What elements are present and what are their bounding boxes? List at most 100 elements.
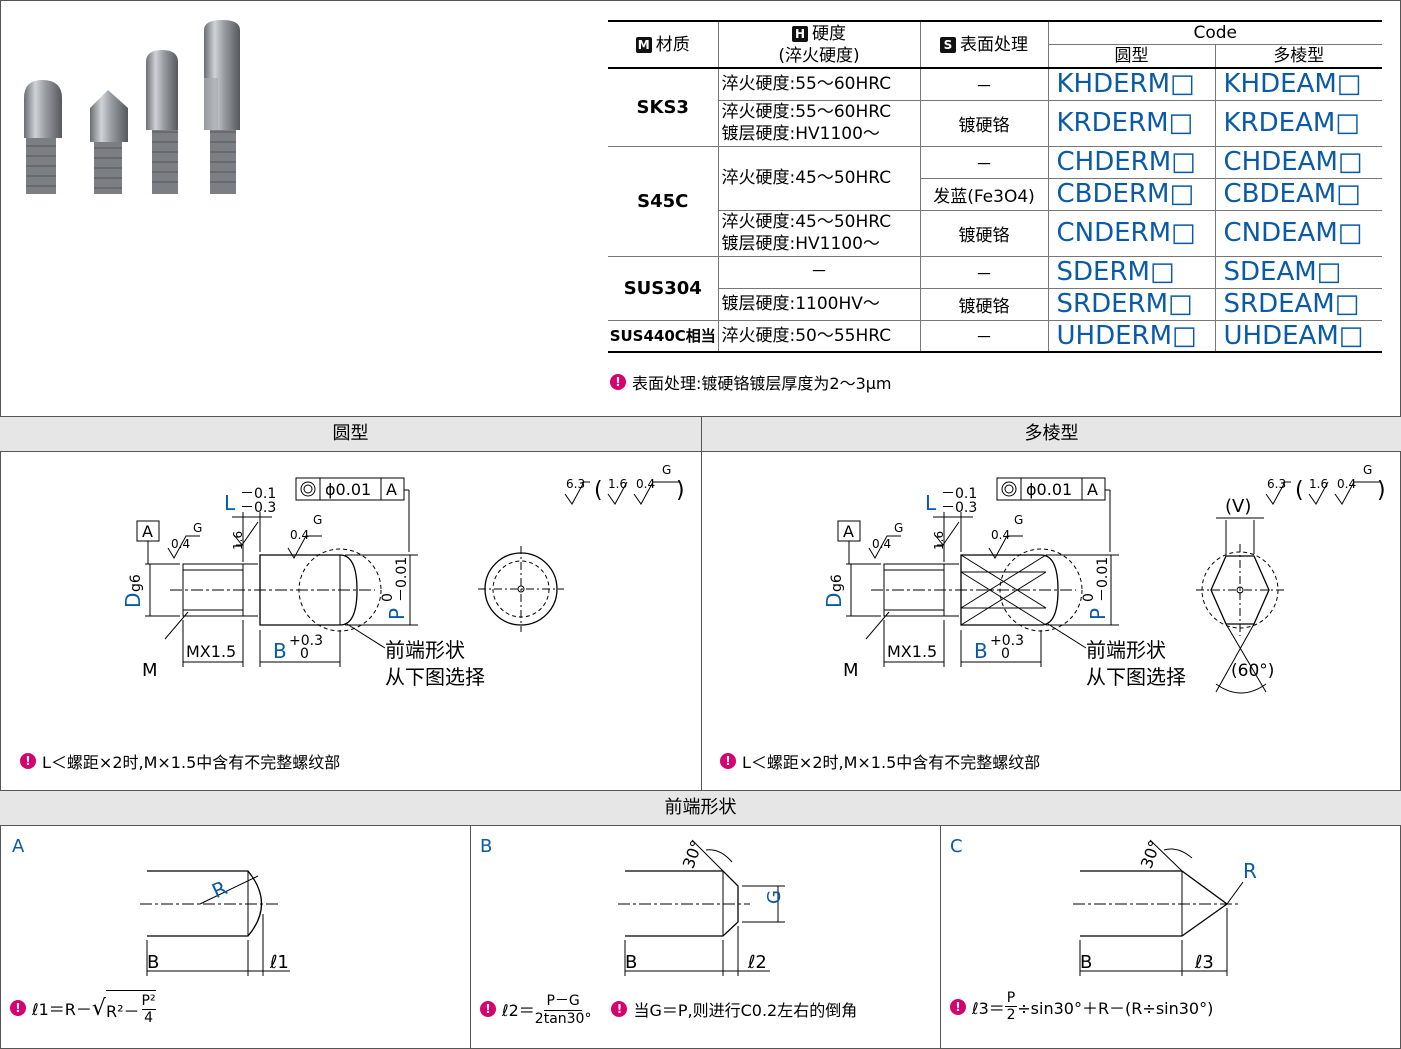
code-round: CHDERM□ (1048, 146, 1216, 179)
tip-c-den: 2 (1006, 1007, 1016, 1023)
roughness-04: 0.4 (636, 477, 655, 491)
tip-c-formula-lhs: ℓ3＝ (972, 998, 1005, 1018)
P-tol-top: 0 (380, 593, 396, 602)
poly-note-text: L＜螺距×2时,M×1.5中含有不完整螺纹部 (742, 753, 1041, 772)
table-row: 镀层硬度:1100HV～ 镀硬铬 SRDERM□ SRDEAM□ (608, 288, 1382, 321)
datum-label: A (843, 522, 854, 541)
code-poly: CNDEAM□ (1215, 210, 1382, 257)
table-note: !表面处理:镀硬铬镀层厚度为2～3μm (610, 370, 892, 394)
paren-close: ) (1377, 478, 1386, 503)
roughness-G: G (1363, 463, 1372, 477)
header-round: 圆型 (1048, 44, 1216, 69)
tip-b-G: G (764, 890, 785, 904)
material-cell: SKS3 (608, 68, 719, 147)
code-round: UHDERM□ (1048, 320, 1216, 353)
tip-c-l: ℓ3 (1194, 952, 1214, 973)
code-round: CBDERM□ (1048, 178, 1216, 211)
paren-open: ( (1295, 478, 1304, 503)
condition-cell: 淬火硬度:45～50HRC (718, 146, 921, 211)
note-icon: ! (10, 1000, 26, 1016)
tip-a-B: B (147, 952, 159, 973)
tip-b-formula-lhs: ℓ2＝ (502, 1000, 535, 1020)
table-row: SKS3 淬火硬度:55～60HRC － KHDERM□ KHDEAM□ (608, 68, 1382, 147)
round-note: !L＜螺距×2时,M×1.5中含有不完整螺纹部 (20, 749, 340, 773)
note-icon: ! (950, 998, 966, 1015)
material-icon: M (635, 36, 652, 53)
header-hardness-label: 硬度 (812, 23, 846, 44)
D-label: D (121, 593, 145, 608)
tip-divider-2 (940, 825, 941, 1049)
tip-c-R: R (1243, 859, 1257, 883)
tolerance-ref: A (1087, 480, 1098, 499)
D-label: D (822, 593, 846, 608)
header-material-label: 材质 (655, 34, 690, 55)
tip-a-den: 4 (144, 1010, 153, 1026)
sqrt-body: R²－ P² 4 (105, 990, 156, 1026)
roughness-G: G (662, 463, 671, 477)
tip-c-title: C (950, 836, 963, 857)
tip-text-2: 从下图选择 (385, 665, 485, 689)
D-tol: g6 (829, 574, 845, 592)
pin-body (259, 554, 358, 626)
roughness-04: 0.4 (290, 528, 309, 542)
material-cell: S45C (608, 146, 719, 257)
code-poly: UHDEAM□ (1215, 320, 1382, 353)
tip-a-formula-lhs: ℓ1＝R－ (32, 1000, 92, 1019)
roughness-04: 0.4 (1337, 477, 1356, 491)
header-surface-label: 表面处理 (960, 34, 1028, 55)
note-icon: ! (611, 1000, 628, 1017)
tip-a-formula-root: R²－ (105, 1001, 140, 1021)
B-tol-bot: 0 (300, 646, 309, 662)
surface-cell: 镀硬铬 (920, 100, 1049, 147)
fraction: P² 4 (141, 993, 156, 1026)
surface-cell: 发蓝(Fe3O4) (920, 178, 1049, 211)
fraction: P 2 (1004, 990, 1018, 1023)
condition-cell: － (718, 256, 921, 289)
B-tol-top: +0.3 (990, 633, 1024, 649)
code-round: SDERM□ (1048, 256, 1216, 289)
code-poly: SDEAM□ (1215, 256, 1382, 289)
V-label: (V) (1225, 496, 1251, 517)
fraction: P－G 2tan30° (535, 990, 592, 1027)
sqrt-icon: √ (91, 995, 106, 1021)
L-label: L (925, 491, 937, 515)
condition-cell: 淬火硬度:50～55HRC (718, 320, 921, 353)
M-label: M (843, 660, 859, 681)
paren-open: ( (594, 478, 603, 503)
tip-divider-1 (470, 825, 471, 1049)
surface-cell: － (920, 256, 1049, 289)
code-poly: CHDEAM□ (1215, 146, 1382, 179)
material-cell: SUS440C相当 (608, 320, 719, 353)
code-poly: KHDEAM□ (1215, 68, 1382, 101)
code-round: CNDERM□ (1048, 210, 1216, 257)
section-divider (701, 416, 702, 790)
roughness-16: 1.6 (932, 531, 946, 550)
condition-line: 淬火硬度:45～50HRC (721, 212, 892, 232)
code-round: KHDERM□ (1048, 68, 1216, 101)
table-row: 发蓝(Fe3O4) CBDERM□ CBDEAM□ (608, 178, 1382, 211)
tolerance-frame (295, 477, 405, 501)
tip-c-num: P (1004, 990, 1018, 1007)
datum-label: A (142, 522, 153, 541)
code-round: SRDERM□ (1048, 288, 1216, 321)
material-cell: SUS304 (608, 256, 719, 321)
roughness-G: G (894, 521, 903, 535)
roughness-04: 0.4 (171, 537, 190, 551)
table-row: S45C 淬火硬度:45～50HRC － CHDERM□ CHDEAM□ (608, 146, 1382, 257)
B-label: B (273, 639, 287, 663)
poly-drawing: A ϕ0.01 A L －0.1 －0.3 M MX1.5 B +0.3 0 前… (822, 463, 1386, 694)
surface-icon: S (940, 36, 956, 53)
condition-line: 淬火硬度:55～60HRC (721, 102, 892, 122)
roughness-16: 1.6 (231, 531, 245, 550)
L-label: L (224, 491, 236, 515)
round-drawing: A ϕ0.01 A L －0.1 －0.3 M MX1.5 B +0.3 0 前… (121, 463, 685, 689)
code-poly: CBDEAM□ (1215, 178, 1382, 211)
section-poly-header: 多棱型 (701, 416, 1401, 452)
roughness-G: G (1014, 513, 1023, 527)
